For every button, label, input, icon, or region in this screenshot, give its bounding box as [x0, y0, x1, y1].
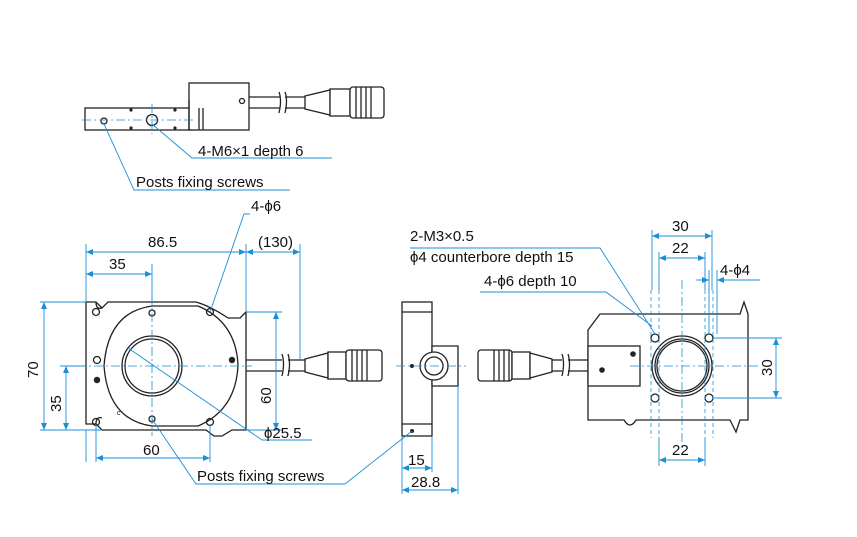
side-view: 15 28.8 [344, 301, 466, 494]
rear-view: 2-M3×0.5 ϕ4 counterbore depth 15 4-ϕ6 de… [410, 218, 782, 466]
dim-70: 70 [25, 361, 42, 378]
posts-fixing-screws-label-bottom: Posts fixing screws [197, 468, 325, 485]
posts-fixing-screws-label-top: Posts fixing screws [136, 174, 264, 191]
dim-60-horizontal: 60 [143, 442, 160, 459]
dim-35-vertical: 35 [48, 395, 65, 412]
svg-text:c: c [117, 410, 121, 417]
cable-break-mark [281, 353, 291, 377]
holes-4phi4-label: 4-ϕ4 [720, 262, 750, 279]
dim-15: 15 [408, 452, 425, 469]
dim-30-side: 30 [759, 359, 776, 376]
dim-86-5: 86.5 [148, 234, 177, 251]
connector-plug-icon [304, 86, 385, 119]
front-view: c [25, 198, 383, 485]
dim-35-horizontal: 35 [109, 256, 126, 273]
connector-plug-icon [477, 349, 553, 382]
dim-130: (130) [258, 234, 293, 251]
connector-plug-icon [304, 349, 383, 382]
holes-4phi6-label: 4-ϕ6 [251, 198, 281, 215]
top-view: 4-M6×1 depth 6 Posts fixing screws [82, 82, 385, 191]
dim-22-bottom: 22 [672, 442, 689, 459]
m3-counterbore-label-line2: ϕ4 counterbore depth 15 [410, 249, 574, 266]
tapped-hole-label: 4-M6×1 depth 6 [198, 143, 304, 160]
cable-break-mark [278, 91, 288, 114]
cable-break-mark [561, 353, 571, 377]
m3-counterbore-label-line1: 2-M3×0.5 [410, 228, 474, 245]
dim-28-8: 28.8 [411, 474, 440, 491]
dim-60-vertical: 60 [258, 387, 275, 404]
dim-30-top: 30 [672, 218, 689, 235]
holes-4phi6-depth-label: 4-ϕ6 depth 10 [484, 273, 577, 290]
dim-22-top: 22 [672, 240, 689, 257]
dim-phi25-5: ϕ25.5 [264, 425, 302, 442]
